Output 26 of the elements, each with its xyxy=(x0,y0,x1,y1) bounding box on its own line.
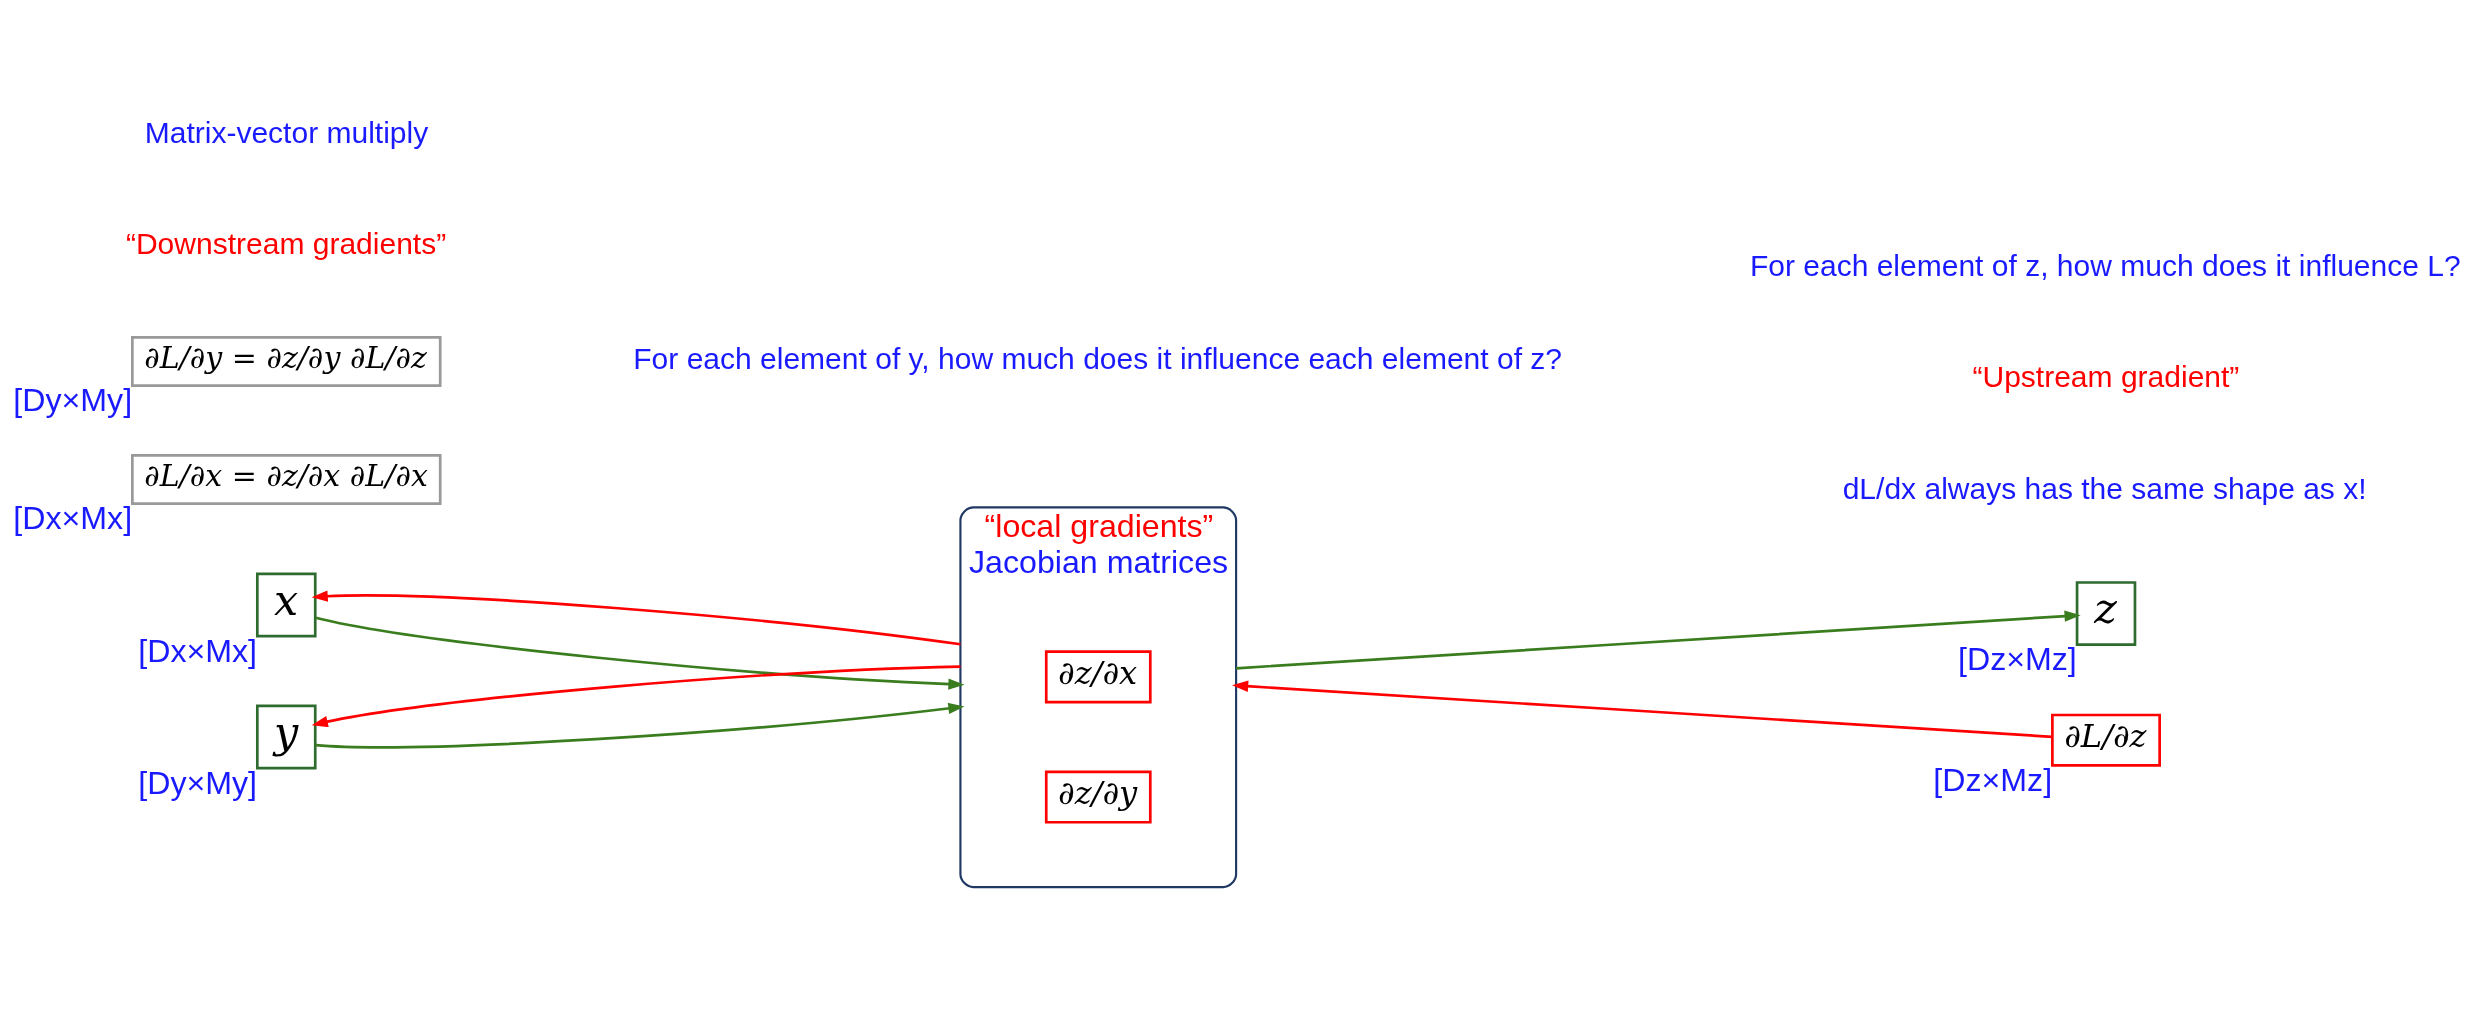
label: “Upstream gradient” xyxy=(1971,360,2239,394)
label: For each element of y, how much does it influence each element of z? xyxy=(632,341,1562,375)
node-box: ∂L/∂x = ∂z/∂x ∂L/∂x xyxy=(130,454,442,505)
arrow xyxy=(1231,680,2052,739)
node-label: [Dy×My] xyxy=(137,764,257,801)
node-label: [Dx×Mx] xyxy=(137,632,257,669)
node-box: ∂z/∂x xyxy=(1044,650,1152,704)
node-label: [Dz×Mz] xyxy=(1957,641,2077,678)
node-box: y xyxy=(255,704,317,770)
label: Matrix-vector multiply xyxy=(144,115,428,149)
node-box: z xyxy=(2075,581,2136,647)
arrow xyxy=(1235,610,2081,670)
arrow xyxy=(315,702,964,749)
label: For each element of z, how much does it influence L? xyxy=(1749,248,2461,282)
node-box: ∂z/∂y xyxy=(1044,770,1152,824)
node-label: [Dz×Mz] xyxy=(1932,762,2052,799)
arrow xyxy=(311,665,960,728)
label: dL/dx always has the same shape as x! xyxy=(1842,471,2367,505)
node-box: ∂L/∂z xyxy=(2050,713,2161,767)
arrow xyxy=(314,616,964,690)
label: “Downstream gradients” xyxy=(125,227,446,261)
node-box: ∂L/∂y = ∂z/∂y ∂L/∂z xyxy=(130,336,442,387)
node-label: [Dx×Mx] xyxy=(12,500,132,537)
node-box: x xyxy=(255,572,317,638)
node-label: [Dy×My] xyxy=(12,382,132,419)
arrow xyxy=(311,590,961,646)
